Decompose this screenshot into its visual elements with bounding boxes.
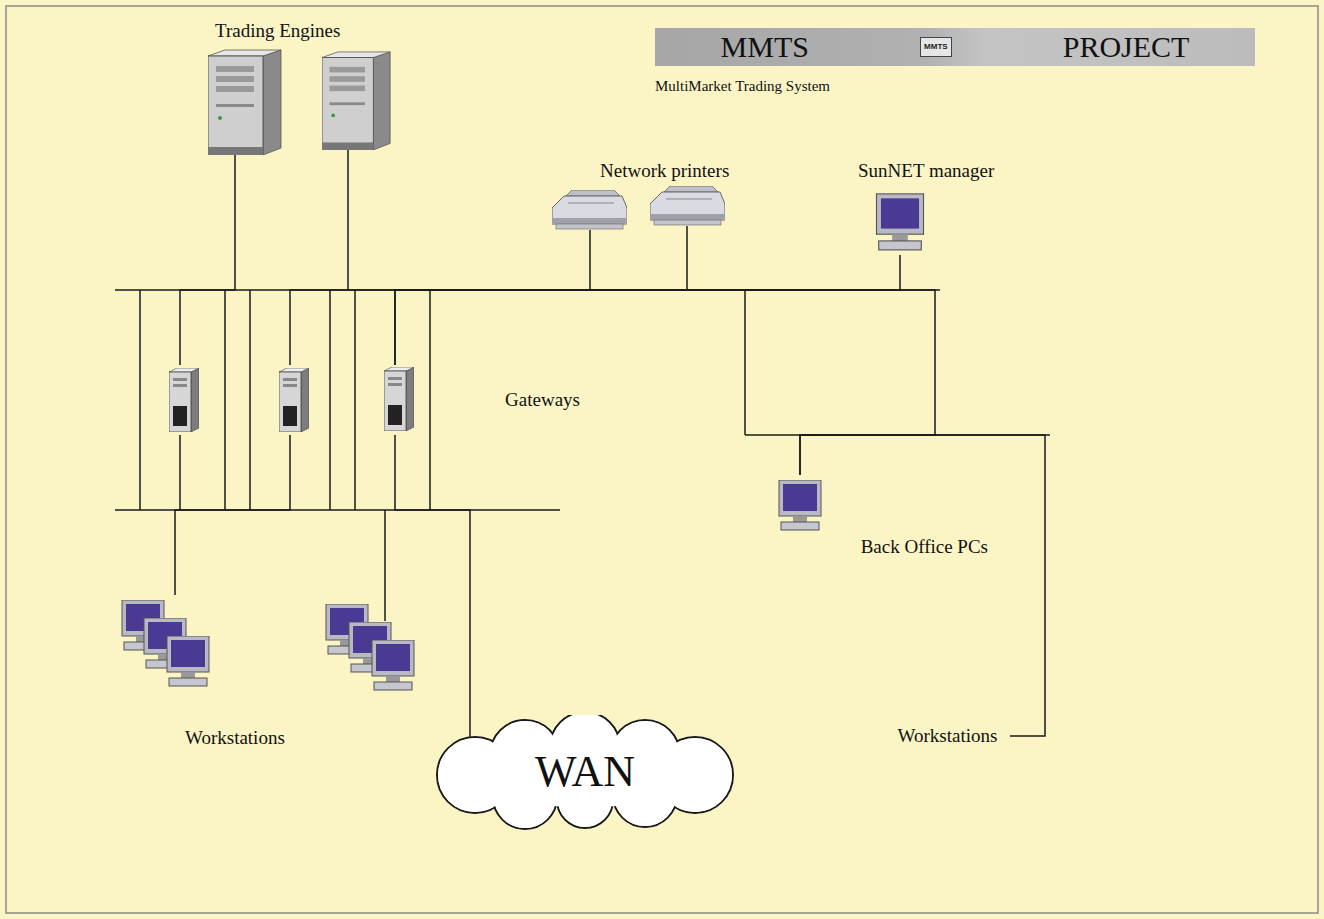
printer-icon <box>650 186 725 225</box>
server-icon <box>322 52 390 150</box>
wire <box>354 290 356 510</box>
node-label: Workstations <box>185 727 285 749</box>
node-label: Network printers <box>600 160 729 182</box>
network-link <box>395 290 935 475</box>
node-label: Trading Engines <box>215 20 340 42</box>
network-link <box>800 435 1045 736</box>
node-label: WAN <box>535 747 635 798</box>
network-link <box>180 155 235 365</box>
wire <box>179 435 181 510</box>
wire <box>686 226 688 290</box>
page-frame <box>6 6 1318 913</box>
back-office-group: Back Office PCs <box>770 475 990 560</box>
wire <box>429 290 431 510</box>
network-link <box>290 230 590 365</box>
node-label: Gateways <box>505 389 580 411</box>
wire <box>384 510 386 621</box>
printer-icon <box>552 190 627 229</box>
node-label: MMTS <box>721 30 809 65</box>
server-icon <box>208 50 281 155</box>
manager-station: SunNET manager <box>850 158 1000 255</box>
logo-mark: MMTS <box>920 37 952 56</box>
workstation-icon <box>372 640 414 690</box>
cloud-fill <box>455 743 715 807</box>
network-link <box>175 435 290 595</box>
bus-wires <box>115 150 1050 621</box>
wan-cloud: WAN <box>415 715 755 830</box>
label-box: MultiMarket Trading System <box>655 78 830 95</box>
wire <box>224 290 226 510</box>
wire <box>249 290 251 510</box>
gateway-icon <box>384 367 414 431</box>
printer-group: Network printers <box>545 158 775 230</box>
gateway-icon <box>279 368 309 432</box>
network-link <box>395 255 900 365</box>
gateway-icon <box>169 368 199 432</box>
subtitle: MultiMarket Trading System <box>655 78 830 95</box>
header-band: MMTS MMTS PROJECT <box>655 28 1255 66</box>
pc-icon <box>779 480 821 530</box>
wire <box>744 290 746 435</box>
workstation-group: Workstations <box>885 720 1010 752</box>
network-link <box>395 435 470 737</box>
gateway-group: Gateways <box>160 365 580 435</box>
node-label: Workstations <box>898 725 998 747</box>
wire <box>347 150 349 290</box>
workstation-group: Workstations <box>105 595 435 755</box>
wire <box>139 290 141 510</box>
server-group: Trading Engines <box>195 18 405 155</box>
node-label: PROJECT <box>1063 30 1190 65</box>
workstation-icon <box>167 636 209 686</box>
node-label: SunNET manager <box>858 160 994 182</box>
node-label: Back Office PCs <box>861 536 988 558</box>
wire <box>329 290 331 510</box>
monitor-icon <box>876 194 923 250</box>
